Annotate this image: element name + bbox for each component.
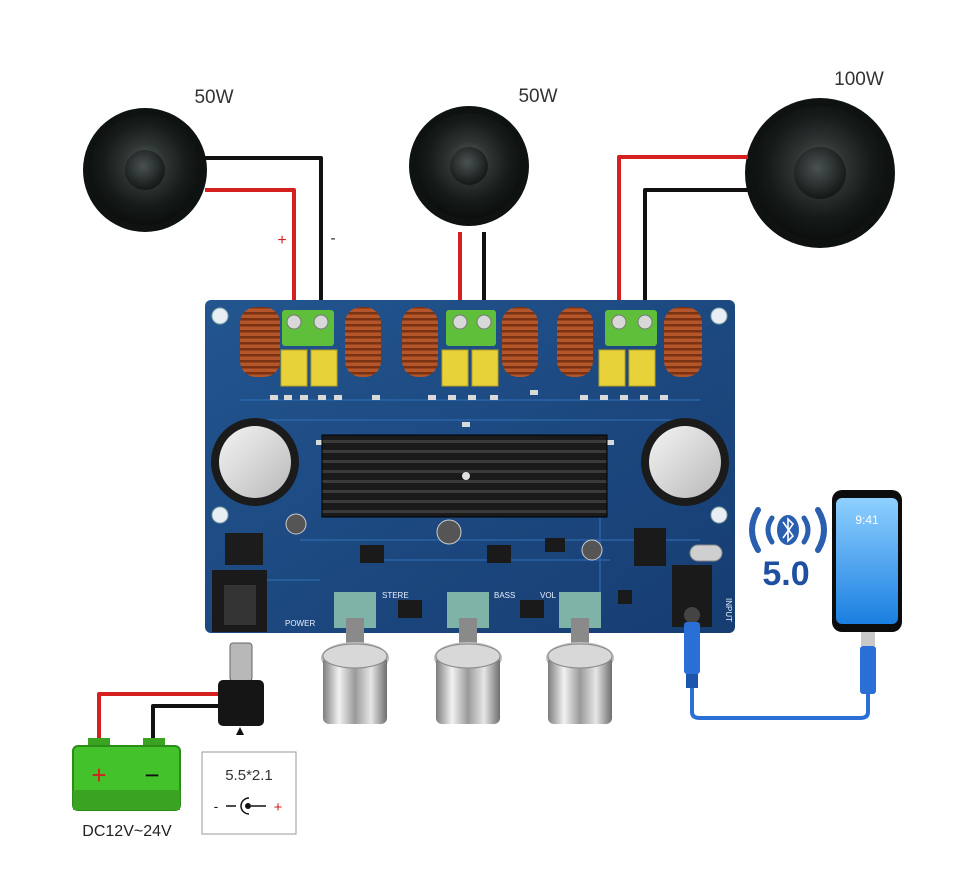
silk-power-label: POWER — [285, 619, 315, 628]
potentiometer-bodies — [334, 592, 601, 628]
amplifier-board: POWER STERE BASS VOL INPUT — [205, 300, 735, 633]
speaker-left-power-label: 50W — [194, 87, 233, 108]
silk-vol-label: VOL — [540, 591, 557, 600]
speaker-sub-power-label: 100W — [834, 69, 884, 90]
knob-bass[interactable] — [434, 618, 502, 724]
electrolytic-capacitors — [211, 418, 729, 561]
speaker-left — [83, 108, 207, 232]
knob-volume[interactable] — [546, 618, 614, 724]
battery-voltage-label: DC12V~24V — [82, 823, 172, 840]
polarity-symbol-icon — [240, 797, 250, 815]
plug-arrow-icon — [236, 727, 244, 735]
inductor-coils — [240, 307, 702, 377]
speaker-right — [409, 106, 529, 226]
phone-time-label: 9:41 — [855, 513, 879, 527]
aux-cable — [684, 622, 876, 720]
connector-plus-label: + — [274, 799, 283, 816]
crystal-oscillator — [689, 544, 723, 562]
battery-minus-label: − — [144, 760, 159, 790]
knob-stereo[interactable] — [321, 618, 389, 724]
board-power-jack — [212, 533, 267, 632]
battery-plus-label: + — [91, 760, 106, 790]
silk-bass-label: BASS — [494, 591, 515, 600]
dc-power-plug — [218, 642, 264, 726]
silk-stereo-label: STERE — [382, 591, 409, 600]
film-capacitors — [280, 349, 656, 387]
ic-chips — [360, 528, 666, 618]
speaker-terminals — [282, 310, 657, 346]
speaker-right-power-label: 50W — [518, 86, 557, 107]
smartphone — [832, 490, 902, 632]
connector-size-label: 5.5*2.1 — [225, 767, 273, 784]
battery — [72, 738, 181, 811]
speaker-sub — [745, 98, 895, 248]
plus-polarity-label: + — [277, 232, 286, 249]
silk-input-label: INPUT — [724, 598, 733, 622]
minus-polarity-label: - — [330, 230, 335, 247]
connector-spec-box — [201, 751, 297, 835]
battery-wires — [97, 692, 218, 742]
bluetooth-version-label: 5.0 — [762, 555, 809, 593]
heatsink — [321, 434, 608, 518]
bluetooth-signal-icon — [749, 507, 827, 553]
aux-input-jack — [672, 565, 712, 627]
connector-minus-label: - — [214, 798, 219, 814]
smd-components — [270, 390, 668, 445]
